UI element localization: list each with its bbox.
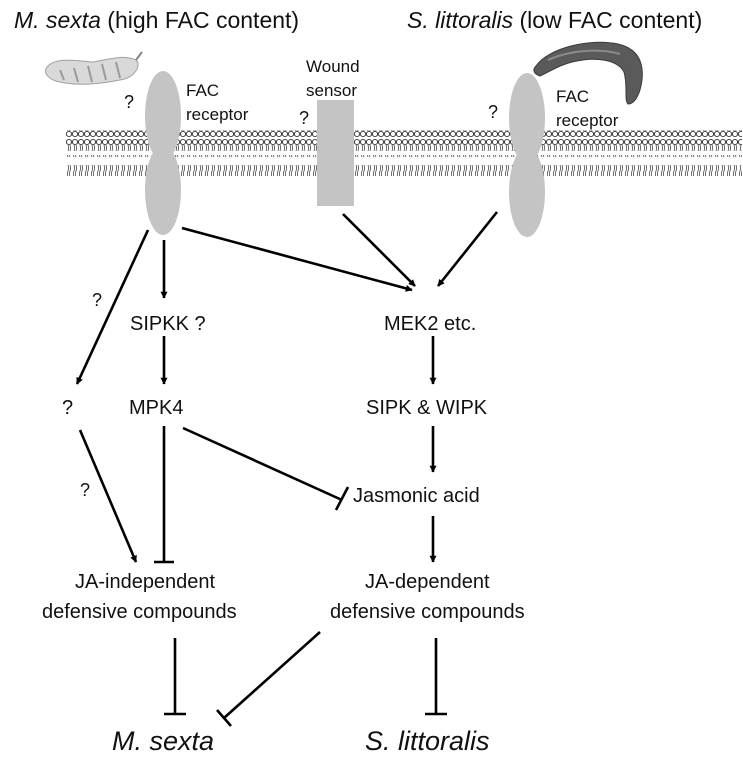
node-ja-independent-1: JA-independent <box>75 571 216 593</box>
wound-sensor-question: ? <box>299 108 309 128</box>
target-s-littoralis: S. littoralis <box>365 726 490 756</box>
fac-receptor-left <box>145 71 181 235</box>
m-sexta-larva-image <box>45 51 143 85</box>
arrows <box>75 211 499 563</box>
node-unknown: ? <box>62 397 73 419</box>
edge-question-1: ? <box>92 290 102 310</box>
left-receptor-label-1: FAC <box>186 81 219 100</box>
s-littoralis-larva-image <box>533 41 643 105</box>
arrow-unknown-to-jaindep <box>78 429 138 563</box>
wound-sensor-label-1: Wound <box>306 57 360 76</box>
membrane-midline <box>66 151 742 155</box>
wound-sensor <box>317 100 354 206</box>
right-receptor-label-1: FAC <box>556 87 589 106</box>
arrow-left-receptor-to-mek2 <box>181 226 413 292</box>
node-sipk-wipk: SIPK & WIPK <box>366 397 488 419</box>
node-jasmonic-acid: Jasmonic acid <box>353 485 480 507</box>
fac-receptor-right <box>509 73 545 237</box>
inhibitions <box>154 426 447 727</box>
right-receptor-question: ? <box>488 102 498 122</box>
wound-sensor-label-2: sensor <box>306 81 357 100</box>
edge-question-2: ? <box>80 480 90 500</box>
header-right: S. littoralis (low FAC content) <box>407 7 702 33</box>
arrow-wound-to-mek2 <box>342 213 416 287</box>
arrow-receptor-to-unknown <box>75 229 150 385</box>
node-sipkk: SIPKK ? <box>130 313 206 335</box>
node-mek2: MEK2 etc. <box>384 313 476 335</box>
target-m-sexta: M. sexta <box>112 726 214 756</box>
node-mpk4: MPK4 <box>129 397 183 419</box>
node-ja-independent-2: defensive compounds <box>42 601 237 623</box>
left-receptor-label-2: receptor <box>186 105 249 124</box>
arrow-right-receptor-to-mek2 <box>436 211 499 287</box>
inhibit-mpk4-to-ja <box>182 426 343 502</box>
right-receptor-label-2: receptor <box>556 111 619 130</box>
node-ja-dependent-1: JA-dependent <box>365 571 490 593</box>
header-left: M. sexta (high FAC content) <box>14 7 299 33</box>
inhibit-jadep-to-msexta <box>223 631 321 719</box>
left-receptor-question: ? <box>124 92 134 112</box>
node-ja-dependent-2: defensive compounds <box>330 601 525 623</box>
